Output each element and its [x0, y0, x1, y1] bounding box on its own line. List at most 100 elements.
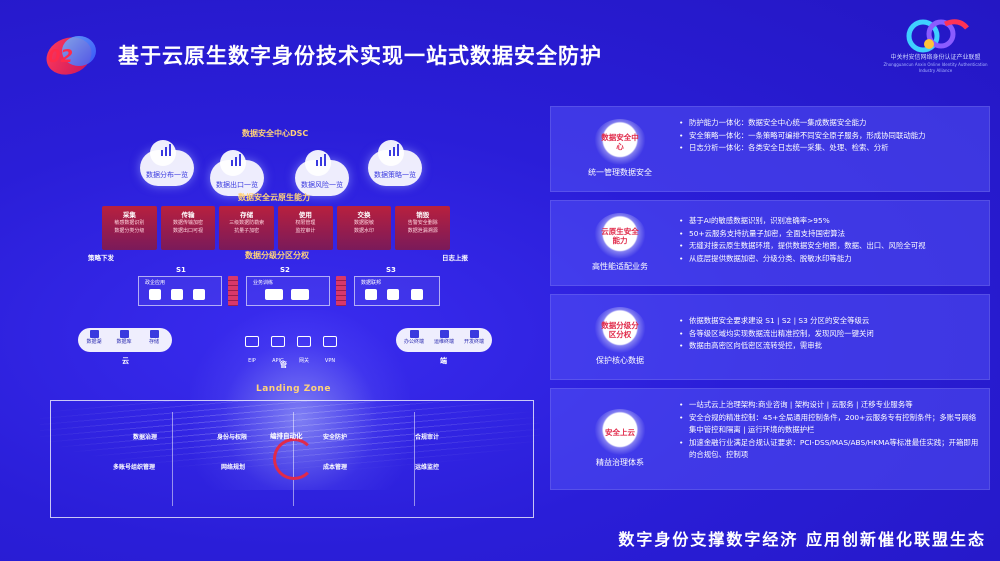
bullet-item: 日志分析一体化：各类安全日志统一采集、处理、检索、分析 [679, 142, 979, 155]
bullet-item: 安全合规的精准控制：45+全局通用控制条件，200+云服务专有控制条件；多账号网… [679, 412, 979, 437]
bullet-item: 一站式云上治理架构:商业咨询 | 架构设计 | 云服务 | 迁移专业服务等 [679, 399, 979, 412]
panel-badge: 云原生安全能力 高性能适配业务 [573, 213, 667, 272]
panel-badge: 数据安全中心 统一管理数据安全 [573, 119, 667, 178]
monitor-icon [469, 330, 479, 338]
badge-text: 数据分级分区分权 [601, 321, 639, 339]
cloud-cluster: 数据湖 数据库 存储 [78, 328, 172, 352]
bar-chart-icon [389, 144, 399, 156]
architecture-diagram: 数据安全中心DSC 数据分布一览 数据出口一览 数据风险一览 数据策略一览 数据… [40, 110, 540, 530]
panel-cloud-native: 云原生安全能力 高性能适配业务 基于AI的敏感数据识别，识别准确率>95% 50… [550, 200, 990, 286]
dsc-cloud-egress: 数据出口一览 [210, 150, 264, 196]
zone-s1-id: S1 [176, 266, 186, 274]
factory-icon [193, 289, 205, 300]
bar-chart-icon [316, 154, 326, 166]
logo-cn-text: 中关村安信网络身份认证产业联盟 [890, 54, 981, 61]
lz-cell: 成本管理 [323, 464, 348, 471]
logo-en-text: Zhongguancun Anxin Online Identity Authe… [883, 62, 988, 73]
panel-subtitle: 统一管理数据安全 [588, 168, 652, 177]
server-icon [291, 289, 309, 300]
gateway-icon [297, 336, 311, 347]
vpn-icon [323, 336, 337, 347]
cloud-caption: 云 [122, 357, 129, 365]
zoning-title: 数据分级分区分权 [245, 251, 309, 260]
laptop-icon [439, 330, 449, 338]
panel-subtitle: 精益治理体系 [596, 458, 644, 467]
database-icon [119, 330, 129, 338]
gear-icon [387, 289, 399, 300]
bullet-item: 安全策略一体化：一条策略可编排不同安全原子服务，形成协同联动能力 [679, 130, 979, 143]
dsc-cloud-label: 数据出口一览 [216, 181, 258, 189]
zone-s2: 业务训练 [246, 276, 330, 306]
pipe-gateway: 网关 [290, 336, 318, 366]
section-number-badge: 02 [40, 31, 97, 81]
pipe-caption: 管 [280, 361, 287, 369]
capability-card: 采集敏感数据识别数据分类分级 [102, 206, 157, 250]
bullet-item: 从底层提供数据加密、分级分类、脱敏水印等能力 [679, 253, 979, 266]
policy-down-label: 策略下发 [88, 254, 114, 262]
dsc-cloud-label: 数据风险一览 [301, 181, 343, 189]
panel-dsc: 数据安全中心 统一管理数据安全 防护能力一体化：数据安全中心统一集成数据安全能力… [550, 106, 990, 192]
log-up-label: 日志上报 [442, 254, 468, 262]
dsc-cloud-policy: 数据策略一览 [368, 140, 422, 186]
alliance-logo: 中关村安信网络身份认证产业联盟 Zhongguancun Anxin Onlin… [883, 14, 988, 84]
bullet-item: 各等级区域均实现数据流出精准控制，发现风险一键关闭 [679, 328, 979, 341]
bullet-item: 防护能力一体化：数据安全中心统一集成数据安全能力 [679, 117, 979, 130]
bullet-item: 无缝对接云原生数据环境，提供数据安全地图，数据、出口、风险全可视 [679, 240, 979, 253]
capability-row: 采集敏感数据识别数据分类分级 传输数据传输加密数据出口可视 存储三级数据防勒索抗… [102, 206, 451, 250]
panel-badge: 安全上云 精益治理体系 [573, 409, 667, 468]
section-number: 02 [48, 46, 74, 67]
end-caption: 端 [440, 357, 447, 365]
slogan: 数字身份支撑数字经济 应用创新催化联盟生态 [618, 530, 986, 549]
bullet-item: 依据数据安全要求建设 S1 | S2 | S3 分区的安全等级云 [679, 315, 979, 328]
pipe-vpn: VPN [316, 336, 344, 366]
bar-chart-icon [161, 144, 171, 156]
cube-icon [149, 289, 161, 300]
alliance-logo-icon [906, 19, 969, 53]
capability-card: 交换数据脱敏数据水印 [336, 206, 392, 250]
bullet-item: 数据由高密区向低密区流转受控，需审批 [679, 340, 979, 353]
dsc-cloud-distribution: 数据分布一览 [140, 140, 194, 186]
capability-card: 存储三级数据防勒索抗量子加密 [219, 206, 275, 250]
desktop-icon [409, 330, 419, 338]
bullet-item: 基于AI的敏感数据识别，识别准确率>95% [679, 215, 979, 228]
panel-badge: 数据分级分区分权 保护核心数据 [573, 307, 667, 366]
firewall-icon [336, 276, 346, 306]
landing-zone-box: 数据治理 多账号组织管理 身份与权限 网络规划 安全防护 成本管理 合规审计 运… [50, 400, 534, 518]
lz-cell: 安全防护 [323, 434, 348, 441]
zone-s1: 政企应用 [138, 276, 222, 306]
zone-s2-id: S2 [280, 266, 290, 274]
apig-icon [271, 336, 285, 347]
database-icon [171, 289, 183, 300]
capability-title: 数据安全云原生能力 [238, 193, 310, 202]
pipe-apig: APIG [264, 336, 292, 366]
eip-icon [245, 336, 259, 347]
end-cluster: 办公终端 运维终端 开发终端 [396, 328, 492, 352]
panel-zoning: 数据分级分区分权 保护核心数据 依据数据安全要求建设 S1 | S2 | S3 … [550, 294, 990, 380]
lz-cell: 数据治理 [133, 434, 158, 441]
panel-bullets: 基于AI的敏感数据识别，识别准确率>95% 50+云服务支持抗量子加密，全面支持… [679, 215, 979, 265]
dsc-cloud-label: 数据策略一览 [374, 171, 416, 179]
automation-label: 编排自动化 [270, 432, 303, 440]
lz-cell: 多账号组织管理 [113, 464, 156, 471]
lz-cell: 合规审计 [415, 434, 440, 441]
panel-subtitle: 高性能适配业务 [592, 262, 648, 271]
lz-cell: 身份与权限 [217, 434, 248, 441]
lz-cell: 网络规划 [221, 464, 246, 471]
page-title: 基于云原生数字身份技术实现一站式数据安全防护 [118, 44, 602, 68]
bullet-item: 加速金融行业满足合规认证要求：PCI-DSS/MAS/ABS/HKMA等标准最佳… [679, 437, 979, 462]
gear-icon [365, 289, 377, 300]
bar-chart-icon [231, 154, 241, 166]
data-lake-icon [89, 330, 99, 338]
automation-cycle-icon [273, 438, 315, 480]
bullet-item: 50+云服务支持抗量子加密，全面支持国密算法 [679, 228, 979, 241]
storage-icon [149, 330, 159, 338]
dsc-title: 数据安全中心DSC [242, 129, 309, 138]
network-icon [411, 289, 423, 300]
pipe-eip: EIP [238, 336, 266, 366]
badge-text: 安全上云 [605, 427, 635, 437]
chart-icon [265, 289, 283, 300]
dsc-cloud-label: 数据分布一览 [146, 171, 188, 179]
panel-bullets: 防护能力一体化：数据安全中心统一集成数据安全能力 安全策略一体化：一条策略可编排… [679, 117, 979, 155]
zone-s3-id: S3 [386, 266, 396, 274]
lz-cell: 运维监控 [415, 464, 440, 471]
